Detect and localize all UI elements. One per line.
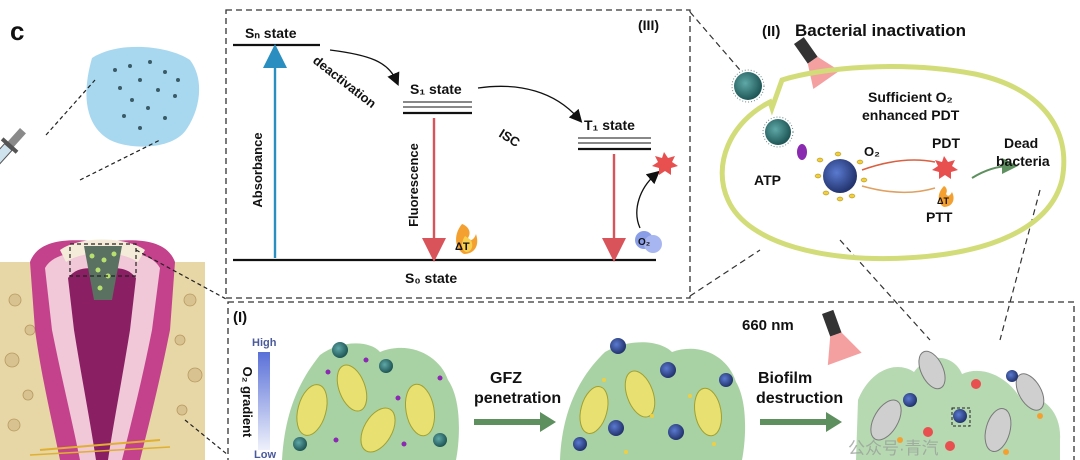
ptt-label: PTT xyxy=(926,209,953,225)
s1-levels xyxy=(403,101,472,115)
laser-660-icon xyxy=(822,309,862,366)
t1-state-label: T₁ state xyxy=(584,117,635,133)
ptt-delta-t-label: ΔT xyxy=(937,196,949,206)
hydrogel-particles xyxy=(113,60,180,130)
absorbance-label: Absorbance xyxy=(250,132,265,207)
process-frame xyxy=(227,301,1075,460)
deactivation-arrow xyxy=(329,49,400,86)
sufficient-o2-line1: Sufficient O₂ xyxy=(868,89,953,105)
step1-line2: penetration xyxy=(474,390,561,407)
oxygen-molecule-icon xyxy=(635,231,662,253)
isc-arrow xyxy=(477,85,583,123)
o2-molecule-label: O₂ xyxy=(638,237,650,248)
watermark: 公众号·青汽 xyxy=(848,439,939,458)
deactivation-label: deactivation xyxy=(310,53,379,112)
isc-label: ISC xyxy=(496,126,523,151)
o2-gradient-bar xyxy=(258,352,270,450)
syringe-icon xyxy=(0,128,26,190)
gfz-nanoparticle-center xyxy=(814,151,868,202)
process-panel-id: (I) xyxy=(233,309,247,326)
nanoparticle-inside xyxy=(762,116,794,148)
step2-line2: destruction xyxy=(756,390,843,407)
singlet-oxygen-icon xyxy=(652,152,678,175)
dead-bacteria-arrow xyxy=(971,158,1018,179)
gradient-low-label: Low xyxy=(254,449,276,460)
biofilm-destroyed xyxy=(856,350,1061,460)
atp-molecule-icon xyxy=(797,144,807,160)
s0-state-label: S₀ state xyxy=(405,270,457,286)
sn-state-label: Sₙ state xyxy=(245,25,297,41)
bacterial-title: Bacterial inactivation xyxy=(795,21,966,40)
nanoparticle-entering xyxy=(731,69,765,103)
dead-bacteria-line1: Dead xyxy=(1004,135,1038,151)
heat-flame-icon xyxy=(456,224,478,254)
t1-levels xyxy=(578,137,651,151)
wavelength-label: 660 nm xyxy=(742,317,794,334)
o2-label: O₂ xyxy=(864,144,880,159)
bacterium-membrane xyxy=(719,64,1067,262)
atp-label: ATP xyxy=(754,172,781,188)
step2-arrow xyxy=(760,412,842,432)
fluorescence-label: Fluorescence xyxy=(406,143,421,227)
pdt-path-arrow xyxy=(861,159,936,171)
step1-line1: GFZ xyxy=(490,370,522,387)
panel-letter: c xyxy=(10,16,24,46)
energy-transfer-arrow xyxy=(636,170,660,229)
step1-arrow xyxy=(474,412,556,432)
hydrogel-blob xyxy=(86,46,200,147)
delta-t-label: ΔT xyxy=(455,241,470,253)
ptt-path-arrow xyxy=(861,185,936,194)
gradient-high-label: High xyxy=(252,337,277,349)
bacterial-panel-id: (II) xyxy=(762,23,780,40)
ptt-flame-icon xyxy=(938,186,954,207)
tooth-illustration xyxy=(0,239,205,460)
sufficient-o2-line2: enhanced PDT xyxy=(862,107,960,123)
biofilm-initial xyxy=(282,342,459,460)
laser-icon xyxy=(794,37,840,90)
jablonski-frame xyxy=(225,9,691,299)
step2-line1: Biofilm xyxy=(758,370,812,387)
s1-state-label: S₁ state xyxy=(410,81,462,97)
jablonski-panel-id: (III) xyxy=(638,17,659,33)
biofilm-penetrated xyxy=(560,338,746,460)
pdt-burst-icon xyxy=(932,156,958,179)
dead-bacteria-line2: bacteria xyxy=(996,153,1050,169)
pdt-label: PDT xyxy=(932,135,960,151)
gradient-axis-label: O₂ gradient xyxy=(240,367,255,438)
